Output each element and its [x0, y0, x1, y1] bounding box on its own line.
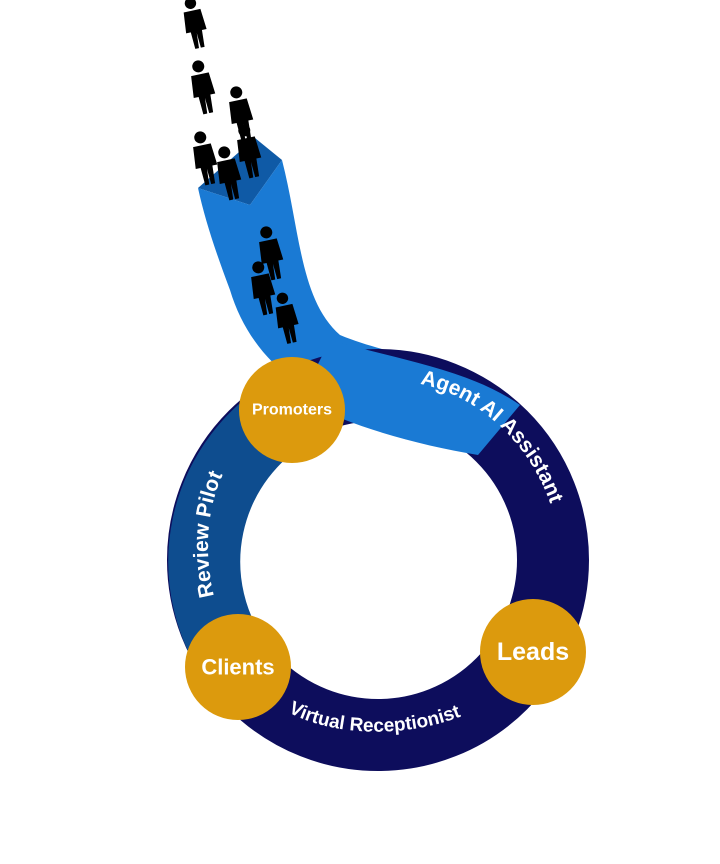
person-silhouette-icon — [183, 0, 207, 49]
funnel-top — [198, 138, 282, 205]
funnel-merge — [300, 340, 520, 455]
node-clients-label: Clients — [201, 655, 274, 680]
person-silhouette-icon — [193, 131, 218, 186]
person-silhouette-icon — [251, 261, 276, 316]
node-promoters: Promoters — [239, 357, 345, 463]
node-leads: Leads — [480, 599, 586, 705]
people-group — [183, 0, 299, 344]
node-promoters-label: Promoters — [252, 402, 332, 419]
person-silhouette-icon — [237, 124, 262, 179]
node-clients: Clients — [185, 614, 291, 720]
node-leads-label: Leads — [497, 638, 569, 666]
person-silhouette-icon — [275, 292, 299, 344]
person-silhouette-icon — [217, 146, 242, 201]
person-silhouette-icon — [259, 226, 284, 281]
person-silhouette-icon — [191, 60, 216, 115]
